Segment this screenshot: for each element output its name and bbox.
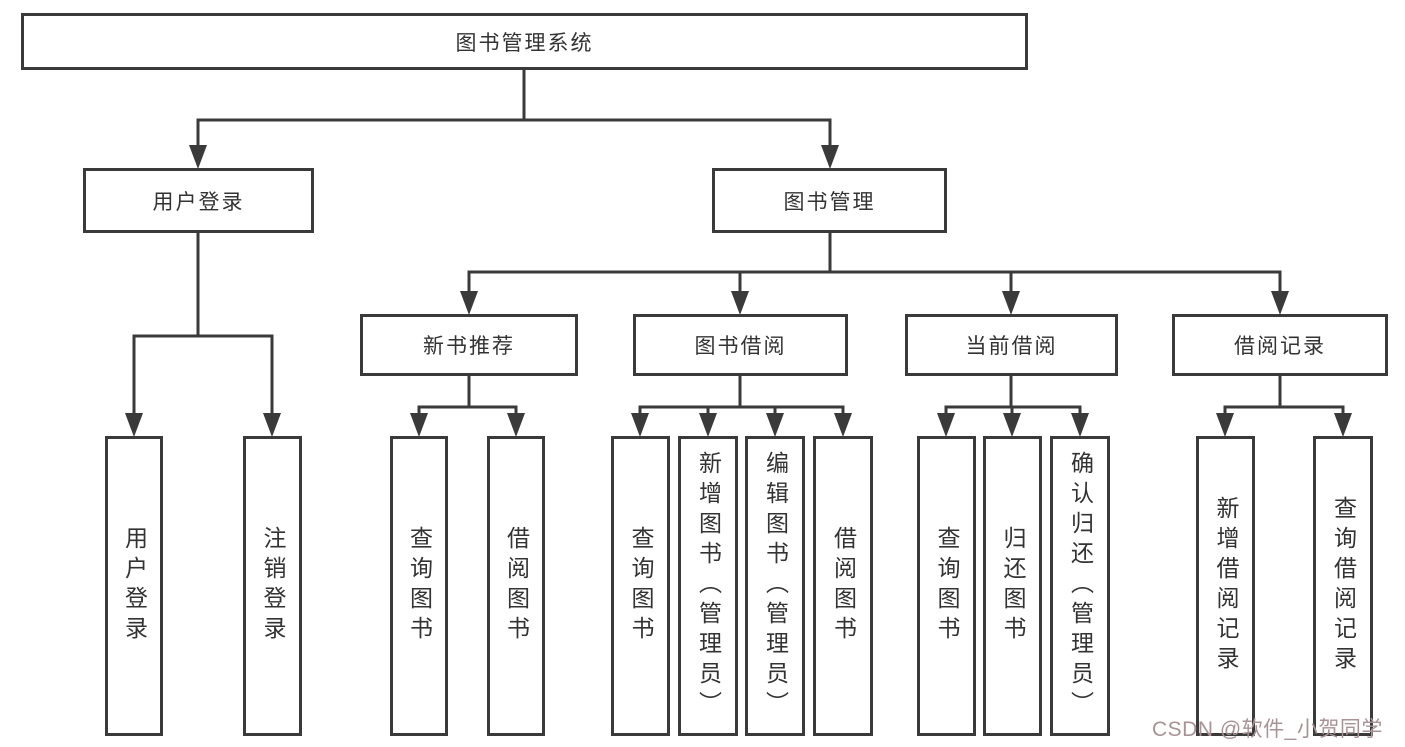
leaf-logout: 注销登录 [243, 436, 302, 736]
arrowheads [125, 145, 1352, 437]
leaf-label: 查询图书 [406, 526, 433, 646]
arrow-down-icon [1216, 413, 1234, 437]
node-user-login: 用户登录 [83, 168, 314, 233]
leaf-label: 注销登录 [260, 526, 286, 646]
node-label: 借阅记录 [1234, 335, 1326, 358]
node-current-borrow: 当前借阅 [905, 314, 1118, 376]
node-borrow-records: 借阅记录 [1172, 314, 1388, 376]
arrow-down-icon [821, 145, 839, 169]
arrow-down-icon [834, 413, 852, 437]
arrow-down-icon [263, 413, 281, 437]
leaf-label: 编辑图书（管理员） [762, 451, 789, 721]
leaf-add-borrow-record: 新增借阅记录 [1196, 436, 1255, 736]
leaf-label: 新增借阅记录 [1213, 496, 1239, 676]
arrow-down-icon [410, 413, 428, 437]
node-label: 图书管理系统 [455, 31, 594, 55]
node-label: 当前借阅 [965, 335, 1058, 358]
node-new-book-recommend: 新书推荐 [360, 314, 578, 376]
leaf-label: 查询借阅记录 [1330, 496, 1357, 676]
leaf-query-books: 查询图书 [611, 436, 670, 736]
leaf-return-book: 归还图书 [983, 436, 1042, 736]
arrow-down-icon [125, 413, 143, 437]
connector-bookmgmt-to-level3 [467, 233, 1282, 300]
leaf-label: 归还图书 [1000, 526, 1026, 646]
csdn-watermark: CSDN @软件_小贺同学 [1152, 718, 1383, 741]
node-book-borrow: 图书借阅 [633, 314, 848, 376]
leaf-confirm-return-admin: 确认归还（管理员） [1050, 436, 1110, 736]
leaf-label: 确认归还（管理员） [1067, 451, 1094, 721]
leaf-borrow-books: 借阅图书 [813, 436, 873, 736]
node-label: 用户登录 [152, 190, 245, 214]
leaf-query-books: 查询图书 [917, 436, 976, 736]
leaf-label: 借阅图书 [503, 526, 530, 646]
arrow-down-icon [460, 291, 478, 315]
leaf-query-borrow-record: 查询借阅记录 [1313, 436, 1373, 736]
arrow-down-icon [631, 413, 649, 437]
connector-root-to-level2 [196, 69, 832, 152]
arrow-down-icon [699, 413, 717, 437]
leaf-label: 新增图书（管理员） [695, 451, 722, 721]
arrow-down-icon [507, 413, 525, 437]
leaf-borrow-books: 借阅图书 [487, 436, 545, 736]
leaf-label: 查询图书 [628, 526, 654, 646]
arrow-down-icon [1334, 413, 1352, 437]
node-book-management: 图书管理 [712, 168, 947, 233]
leaf-query-books: 查询图书 [390, 436, 448, 736]
leaf-user-login: 用户登录 [105, 436, 163, 736]
node-label: 图书借阅 [694, 335, 787, 358]
connector-borrowrecords-to-leaves [1223, 376, 1345, 422]
node-book-management-system: 图书管理系统 [21, 13, 1028, 70]
arrow-down-icon [937, 413, 955, 437]
leaf-label: 查询图书 [934, 526, 960, 646]
leaf-label: 用户登录 [121, 526, 148, 646]
connector-userlogin-to-leaves [132, 233, 274, 420]
arrow-down-icon [731, 291, 749, 315]
node-label: 图书管理 [783, 190, 876, 214]
arrow-down-icon [189, 145, 207, 169]
connector-bookborrow-to-leaves [638, 376, 845, 422]
node-label: 新书推荐 [423, 335, 515, 358]
leaf-edit-book-admin: 编辑图书（管理员） [745, 436, 805, 736]
arrow-down-icon [766, 413, 784, 437]
connector-newbook-to-leaves [417, 376, 518, 422]
leaf-label: 借阅图书 [830, 526, 857, 646]
arrow-down-icon [1003, 413, 1021, 437]
arrow-down-icon [1002, 291, 1020, 315]
arrow-down-icon [1071, 413, 1089, 437]
leaf-add-book-admin: 新增图书（管理员） [678, 436, 738, 736]
arrow-down-icon [1271, 291, 1289, 315]
